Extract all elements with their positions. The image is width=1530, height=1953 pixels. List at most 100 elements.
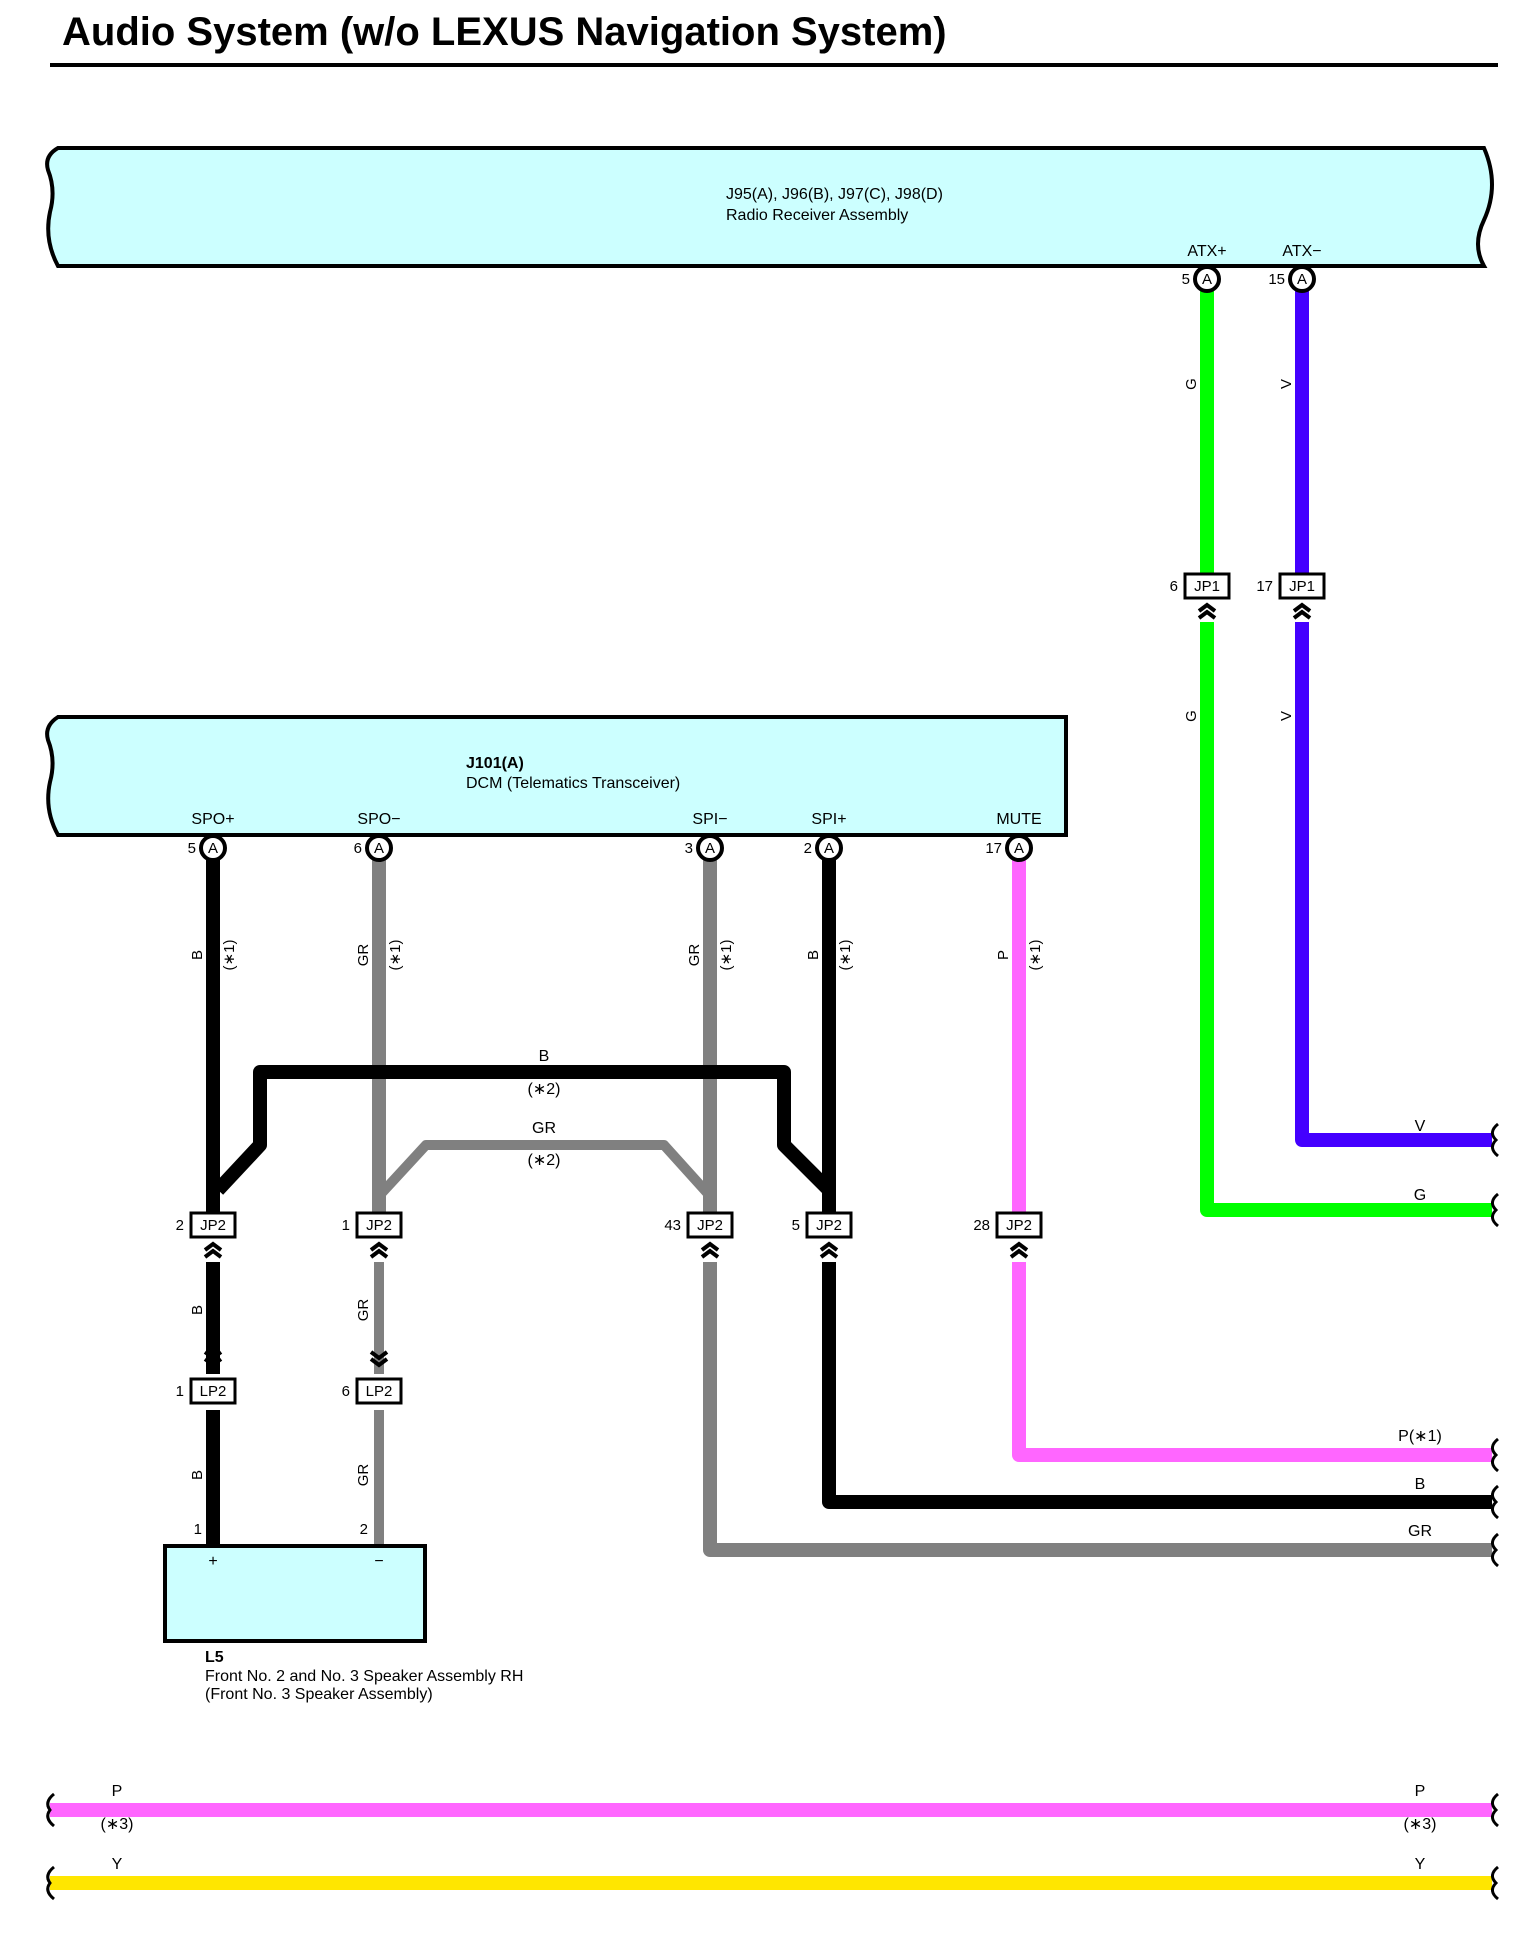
dcm-pin-mute: A 17	[985, 834, 1033, 862]
wire-label-b-right: B	[1415, 1476, 1426, 1493]
svg-text:JP2: JP2	[366, 1217, 392, 1234]
wire-note1-spo-minus: (∗1)	[387, 940, 404, 971]
terminal-label-spo-minus: SPO−	[357, 811, 400, 828]
dcm-pin-spo-minus: A 6	[354, 834, 393, 862]
svg-text:JP1: JP1	[1289, 578, 1315, 595]
junction-jp2-28: JP2 28	[973, 1211, 1043, 1259]
svg-text:A: A	[824, 840, 834, 857]
wire-label-b-lp2-speaker: B	[189, 1470, 206, 1480]
wire-label-g-upper: G	[1183, 378, 1200, 390]
wire-label-p-bottom-left: P	[112, 1783, 123, 1800]
wire-label-gr-lp2-speaker: GR	[355, 1464, 372, 1487]
wire-note2-cross-gr: (∗2)	[528, 1152, 561, 1169]
svg-text:17: 17	[985, 840, 1002, 857]
wire-label-b-jp2-lp2: B	[189, 1305, 206, 1315]
connector-lp2-1: LP2 1	[176, 1350, 237, 1405]
terminal-label-mute: MUTE	[996, 811, 1041, 828]
junction-jp2-43: JP2 43	[664, 1211, 734, 1259]
svg-text:A: A	[208, 840, 218, 857]
wire-out-p	[1012, 1262, 1492, 1462]
wire-atx-minus-v-2	[1295, 622, 1492, 1147]
svg-text:1: 1	[176, 1383, 184, 1400]
speaker-polarity-plus: +	[208, 1553, 217, 1570]
break-mark	[46, 1792, 55, 1828]
wire-label-cross-b: B	[539, 1048, 550, 1065]
wire-label-gr-jp2-lp2: GR	[355, 1299, 372, 1322]
wire-label-v-lower: V	[1278, 711, 1295, 721]
svg-text:6: 6	[342, 1383, 350, 1400]
svg-text:LP2: LP2	[200, 1383, 227, 1400]
wire-break-marks	[46, 1122, 1499, 1901]
wire-label-g-right: G	[1414, 1187, 1426, 1204]
break-mark	[1491, 1192, 1499, 1228]
svg-text:JP2: JP2	[1006, 1217, 1032, 1234]
radio-pin-atx-plus: A 5	[1182, 265, 1221, 293]
svg-text:43: 43	[664, 1217, 681, 1234]
svg-text:JP2: JP2	[200, 1217, 226, 1234]
terminal-label-atx-plus: ATX+	[1187, 243, 1226, 260]
svg-text:JP2: JP2	[697, 1217, 723, 1234]
svg-text:JP2: JP2	[816, 1217, 842, 1234]
wire-label-p-note1-right: P(∗1)	[1398, 1428, 1442, 1445]
break-mark	[46, 1865, 55, 1901]
radio-receiver-assembly	[45, 146, 1494, 268]
wire-note3-bottom-left: (∗3)	[101, 1816, 134, 1833]
speaker-pin-2: 2	[360, 1521, 368, 1538]
svg-text:2: 2	[804, 840, 812, 857]
wire-label-y-bottom-right: Y	[1415, 1856, 1426, 1873]
speaker-polarity-minus: −	[374, 1553, 383, 1570]
wire-label-p-bottom-right: P	[1415, 1783, 1426, 1800]
dcm-pin-spo-plus: A 5	[188, 834, 227, 862]
junction-jp1-17: JP1 17	[1256, 572, 1326, 620]
dcm-telematics-transceiver	[45, 715, 1068, 837]
wire-note1-mute: (∗1)	[1027, 940, 1044, 971]
speaker-name: Front No. 2 and No. 3 Speaker Assembly R…	[205, 1668, 523, 1685]
break-mark	[1491, 1484, 1499, 1520]
wire-label-b-spi-plus: B	[805, 950, 822, 960]
svg-text:LP2: LP2	[366, 1383, 393, 1400]
svg-text:28: 28	[973, 1217, 990, 1234]
radio-name: Radio Receiver Assembly	[726, 207, 908, 224]
svg-text:A: A	[1297, 271, 1307, 288]
wire-cross-gr	[375, 1140, 714, 1200]
junction-jp1-6: JP1 6	[1170, 572, 1231, 620]
wire-label-gr-spi-minus: GR	[686, 944, 703, 967]
svg-text:A: A	[1014, 840, 1024, 857]
terminal-label-spo-plus: SPO+	[191, 811, 234, 828]
wires	[50, 288, 1492, 1890]
wire-label-g-lower: G	[1183, 710, 1200, 722]
break-mark	[1491, 1437, 1499, 1473]
wire-label-gr-right: GR	[1408, 1523, 1432, 1540]
svg-text:A: A	[1202, 271, 1212, 288]
wire-label-gr-spo-minus: GR	[355, 944, 372, 967]
svg-text:5: 5	[188, 840, 196, 857]
wire-out-gr	[703, 1262, 1492, 1557]
junction-jp2-2: JP2 2	[176, 1211, 237, 1259]
break-mark	[1491, 1122, 1499, 1158]
svg-text:5: 5	[1182, 271, 1190, 288]
speaker-alt-name: (Front No. 3 Speaker Assembly)	[205, 1686, 433, 1703]
speaker-assembly-l5	[163, 1544, 427, 1643]
wire-label-y-bottom-left: Y	[112, 1856, 123, 1873]
break-mark	[1491, 1792, 1499, 1828]
wire-note1-spi-plus: (∗1)	[837, 940, 854, 971]
dcm-name: DCM (Telematics Transceiver)	[466, 775, 680, 792]
svg-text:A: A	[705, 840, 715, 857]
svg-text:JP1: JP1	[1194, 578, 1220, 595]
svg-text:5: 5	[792, 1217, 800, 1234]
svg-text:A: A	[374, 840, 384, 857]
terminal-label-spi-minus: SPI−	[692, 811, 727, 828]
svg-text:1: 1	[342, 1217, 350, 1234]
junction-jp2-5: JP2 5	[792, 1211, 853, 1259]
connector-lp2-6: LP2 6	[342, 1350, 403, 1405]
svg-text:2: 2	[176, 1217, 184, 1234]
radio-id: J95(A), J96(B), J97(C), J98(D)	[726, 186, 943, 203]
wire-note1-spo-plus: (∗1)	[221, 940, 238, 971]
svg-text:3: 3	[685, 840, 693, 857]
terminal-label-atx-minus: ATX−	[1282, 243, 1321, 260]
wire-label-p-mute: P	[995, 950, 1012, 960]
break-mark	[1491, 1532, 1499, 1568]
wire-label-v-right: V	[1415, 1118, 1426, 1135]
wire-out-b	[822, 1262, 1492, 1509]
